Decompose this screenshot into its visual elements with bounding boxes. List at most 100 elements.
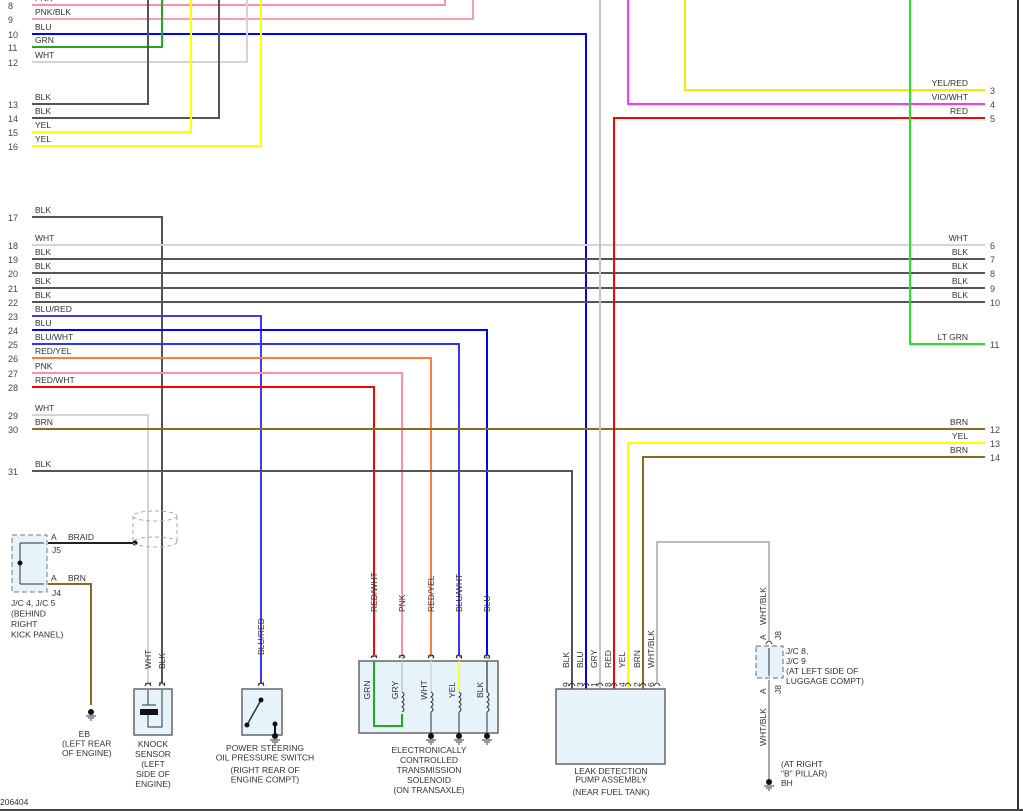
wire-number-left: 24 bbox=[8, 326, 18, 336]
wire-number-left: 20 bbox=[8, 269, 18, 279]
wire-color-label: BLK bbox=[35, 261, 51, 271]
pin-number: 1 bbox=[143, 681, 153, 686]
wire-number-left: 13 bbox=[8, 100, 18, 110]
wire-color-label: WHT bbox=[35, 403, 54, 413]
pin-number: 1 bbox=[256, 681, 266, 686]
wire-color-label: PNK bbox=[397, 594, 407, 612]
wire-color-label: RED bbox=[950, 106, 968, 116]
pin-number: 3 bbox=[426, 654, 436, 659]
inner-wire-label: GRY bbox=[390, 681, 400, 700]
pin-number: 1 bbox=[369, 654, 379, 659]
wire-color-label: BRN bbox=[950, 417, 968, 427]
pin-number: 3 bbox=[575, 682, 585, 687]
wire-color-label: YEL bbox=[952, 431, 968, 441]
leak-pump-label: LEAK DETECTION bbox=[574, 766, 647, 776]
wire-number-left: 31 bbox=[8, 467, 18, 477]
wire-color-label: WHT bbox=[143, 650, 153, 669]
knock-sensor-label: (LEFT bbox=[141, 759, 165, 769]
knock-lead bbox=[147, 690, 163, 728]
wire-number-right: 7 bbox=[990, 255, 995, 265]
wire-left-17 bbox=[32, 216, 163, 683]
ground-icon bbox=[426, 733, 436, 745]
inner-wire-label: YEL bbox=[447, 682, 457, 698]
leak-pump-label: (NEAR FUEL TANK) bbox=[572, 787, 649, 797]
wire-color-label: BLK bbox=[952, 261, 968, 271]
wire-color-label: WHT bbox=[35, 233, 54, 243]
solenoid-body bbox=[358, 660, 499, 734]
connector-pin-icon bbox=[582, 682, 590, 687]
solenoid-label: TRANSMISSION bbox=[397, 765, 462, 775]
coil-icon bbox=[401, 691, 405, 713]
wire-left-9 bbox=[32, 0, 474, 20]
wire-number-left: 14 bbox=[8, 114, 18, 124]
connector-pin-icon bbox=[610, 682, 618, 687]
switch-node bbox=[244, 722, 250, 728]
solenoid-label: SOLENOID bbox=[407, 775, 451, 785]
wire-number-left: 18 bbox=[8, 241, 18, 251]
ground-dot bbox=[766, 779, 772, 785]
connector-pin-icon bbox=[158, 682, 166, 687]
switch-contact-icon bbox=[246, 699, 262, 726]
pin-number: 4 bbox=[617, 682, 627, 687]
wire-color-label: RED/WHT bbox=[35, 375, 75, 385]
wire-color-label: PNK bbox=[35, 0, 53, 3]
wire-number-left: 30 bbox=[8, 425, 18, 435]
junction-location-label: KICK PANEL) bbox=[11, 630, 63, 640]
wire-wht-blk-upper bbox=[656, 541, 770, 683]
inner-wire-label: BLK bbox=[475, 682, 485, 698]
inner-wire-label: GRN bbox=[362, 681, 372, 700]
wire-color-label: BLK bbox=[952, 290, 968, 300]
wire-color-label: BRAID bbox=[68, 532, 94, 542]
wire-left-15 bbox=[32, 0, 192, 133]
wire-color-label: BLK bbox=[35, 106, 51, 116]
ground-eb-label: (LEFT REAR bbox=[62, 739, 111, 749]
connector-pin-icon bbox=[257, 682, 265, 687]
connector-pin-icon bbox=[765, 640, 773, 645]
wire-number-left: 15 bbox=[8, 128, 18, 138]
wire-color-label: BLK bbox=[952, 247, 968, 257]
connector-pin-icon bbox=[624, 682, 632, 687]
wire-color-label: BLU/RED bbox=[35, 304, 72, 314]
connector-ref: J8 bbox=[773, 685, 783, 694]
junction-location-label: LUGGAGE COMPT) bbox=[786, 676, 864, 686]
pin-label: A bbox=[758, 688, 768, 694]
wire-color-label: BRN bbox=[35, 417, 53, 427]
ps-switch-body bbox=[241, 688, 283, 736]
braid-splice-dot bbox=[132, 540, 138, 546]
wire-number-left: 25 bbox=[8, 340, 18, 350]
wire-color-label: BLK bbox=[35, 459, 51, 469]
wire-color-label: BLK bbox=[952, 276, 968, 286]
wire-left-28 bbox=[32, 386, 375, 655]
pin-number: 8 bbox=[603, 682, 613, 687]
leak-pump-label: PUMP ASSEMBLY bbox=[575, 775, 647, 785]
ground-icon bbox=[454, 733, 464, 745]
connector-pin-icon bbox=[427, 654, 435, 659]
connector-pin-icon bbox=[398, 654, 406, 659]
connector-pin-icon bbox=[144, 682, 152, 687]
connector-pin-icon bbox=[455, 654, 463, 659]
wire-color-label: WHT bbox=[35, 50, 54, 60]
ps-switch-label: OIL PRESSURE SWITCH bbox=[216, 753, 314, 763]
wire-number-left: 22 bbox=[8, 298, 18, 308]
wire-number-right: 9 bbox=[990, 284, 995, 294]
ground-dot bbox=[456, 733, 462, 739]
pin-number: 8 bbox=[482, 654, 492, 659]
wire-number-left: 10 bbox=[8, 30, 18, 40]
wire-color-label: BLU/RED bbox=[256, 618, 266, 655]
wire-number-left: 8 bbox=[8, 1, 13, 11]
coil-icon bbox=[430, 691, 434, 713]
connector-pin-icon bbox=[596, 682, 604, 687]
wire-color-label: BLU/WHT bbox=[454, 574, 464, 612]
ground-bh-label: BH bbox=[781, 778, 793, 788]
wire-left-25 bbox=[32, 343, 460, 655]
wire-color-label: BLK bbox=[35, 205, 51, 215]
pin-label: A bbox=[758, 634, 768, 640]
junction-location-label: (AT LEFT SIDE OF bbox=[786, 666, 858, 676]
wire-left-13 bbox=[32, 0, 149, 105]
wire-number-right: 6 bbox=[990, 241, 995, 251]
wire-color-label: BLU bbox=[35, 22, 52, 32]
junction-location-label: J/C 8, bbox=[786, 646, 808, 656]
frame-border-bottom bbox=[0, 809, 1023, 811]
